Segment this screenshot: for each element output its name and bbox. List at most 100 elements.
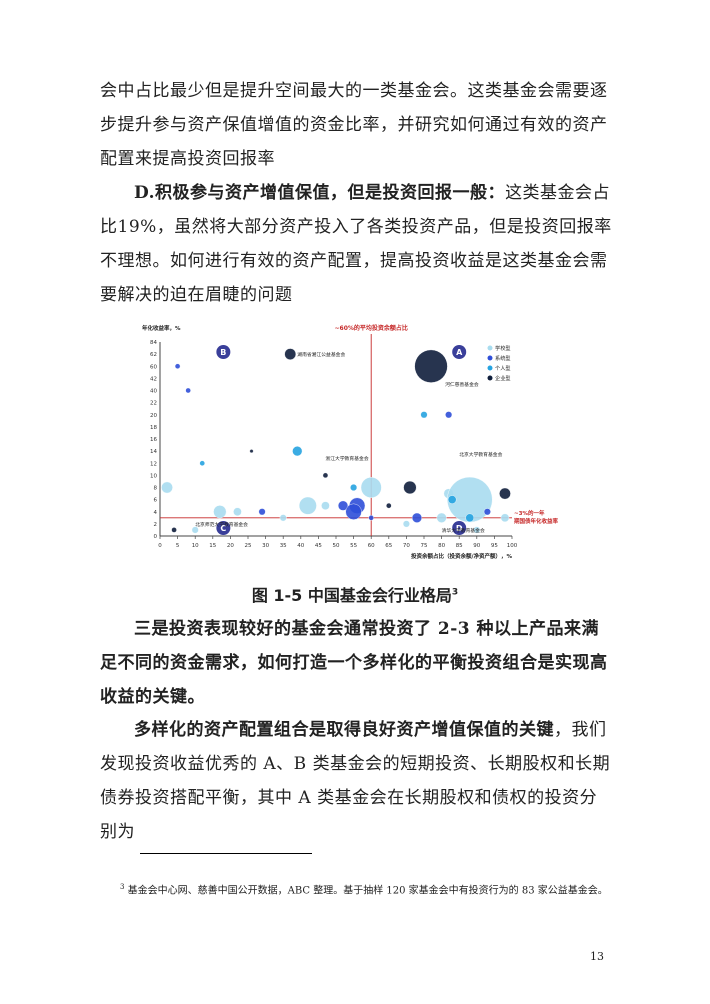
figure-caption: 图 1-5 中国基金会行业格局3 [251,586,459,605]
data-point [447,495,457,504]
y-tick-label: 10 [150,473,157,479]
data-point [420,411,428,419]
y-tick-label: 20 [150,413,157,419]
x-tick-label: 30 [262,543,269,549]
x-tick-label: 0 [158,543,162,549]
data-point [499,487,511,500]
data-point [386,502,392,509]
data-point [191,526,199,534]
x-tick-label: 65 [385,543,392,549]
y-tick-label: 60 [150,364,157,370]
x-tick-label: 15 [209,543,216,549]
annotation-label: 北京大学教育基金会 [459,451,502,458]
x-tick-label: 75 [421,543,428,549]
data-point [258,508,266,516]
average-ratio-label: ~60%的平均投资余额占比 [335,324,408,332]
annotation-label: 浙江大学教育基金会 [325,455,368,462]
quadrant-badge [216,521,231,535]
x-tick-label: 50 [333,543,340,549]
x-tick-label: 85 [456,543,463,549]
x-tick-label: 20 [227,543,234,549]
quadrant-badge [216,345,231,359]
quadrant-letter: A [456,348,463,357]
data-point [436,512,447,523]
data-point [185,387,191,394]
paragraph-2: D.积极参与资产增值保值，但是投资回报一般：这类基金会占比19%，虽然将大部分资… [100,176,612,312]
data-point [402,520,410,528]
data-point [368,515,374,521]
paragraph-4-body: ，我们发现投资收益优秀的 A、B 类基金会的短期投资、长期股权和长期债券投资搭配… [100,720,611,842]
annotation-label: 清华大学教育基金会 [442,527,485,534]
quadrant-letter: B [220,348,226,357]
x-tick-label: 10 [192,543,199,549]
quadrant-badge [452,345,467,359]
page-number: 13 [590,950,604,963]
legend-label: 企业型 [495,374,511,382]
data-point [473,526,481,534]
data-point [447,476,493,523]
x-tick-label: 80 [438,543,445,549]
x-axis-title: 投资余额占比（投资余额/净资产额），% [411,552,513,560]
y-tick-label: 2 [154,522,158,528]
legend-label: 系统型 [495,354,511,362]
data-point [171,527,177,533]
y-tick-label: 8 [154,486,158,492]
paragraph-2-heading: D.积极参与资产增值保值，但是投资回报一般： [134,183,506,203]
bond-yield-label: ~3%的一年 [514,509,545,517]
x-tick-label: 70 [403,543,410,549]
x-tick-label: 90 [473,543,480,549]
legend-swatch [487,345,493,351]
footnote: 3 基金会中心网、慈善中国公开数据，ABC 整理。基于抽样 120 家基金会中有… [120,883,608,897]
y-tick-label: 22 [150,401,157,407]
data-point [284,348,297,360]
legend-label: 学校型 [495,344,511,352]
y-tick-label: 62 [150,352,157,358]
x-tick-label: 35 [280,543,287,549]
y-tick-label: 18 [150,425,157,431]
x-tick-label: 40 [297,543,304,549]
data-point [360,477,382,498]
y-tick-label: 4 [154,510,158,516]
data-point [161,481,173,494]
data-point [321,501,330,510]
data-point [414,349,448,383]
x-tick-label: 60 [368,543,375,549]
data-point [500,513,510,523]
paragraph-4: 多样化的资产配置组合是取得良好资产增值保值的关键，我们发现投资收益优秀的 A、B… [100,713,612,849]
x-tick-label: 95 [491,543,498,549]
annotation-label: 湖南省湘江公益基金会 [297,351,345,358]
x-tick-label: 100 [507,543,518,549]
x-tick-label: 25 [245,543,252,549]
annotation-label: 河仁慈善基金会 [445,381,479,388]
legend-swatch [487,355,493,361]
paragraph-2-body: 这类基金会占比19%，虽然将大部分资产投入了各类投资产品，但是投资回报率不理想。… [100,183,612,305]
x-tick-label: 45 [315,543,322,549]
y-tick-label: 40 [150,389,157,395]
y-tick-label: 16 [150,437,157,443]
data-point [322,472,329,479]
y-tick-label: 6 [154,498,158,504]
paragraph-4-heading: 多样化的资产配置组合是取得良好资产增值保值的关键 [134,720,554,740]
data-point [279,514,287,522]
y-tick-label: 42 [150,376,157,382]
quadrant-badge [452,521,467,535]
data-point [483,508,491,516]
y-tick-label: 84 [150,340,157,346]
legend-swatch [487,375,493,381]
legend-swatch [487,365,493,371]
bond-yield-label-2: 期国债年化收益率 [514,517,559,525]
data-point [350,483,358,492]
data-point [465,513,475,523]
quadrant-letter: C [220,524,226,533]
footnote-rule [140,853,312,854]
data-point [174,363,181,369]
paragraph-3: 三是投资表现较好的基金会通常投资了 2-3 种以上产品来满足不同的资金需求，如何… [100,619,608,707]
legend-label: 个人型 [495,364,511,372]
data-point [411,512,423,523]
data-point [292,446,303,457]
x-tick-label: 5 [176,543,180,549]
data-point [199,460,205,466]
data-point [403,480,417,495]
annotation-label: 北京师范大学教育基金会 [195,521,248,528]
